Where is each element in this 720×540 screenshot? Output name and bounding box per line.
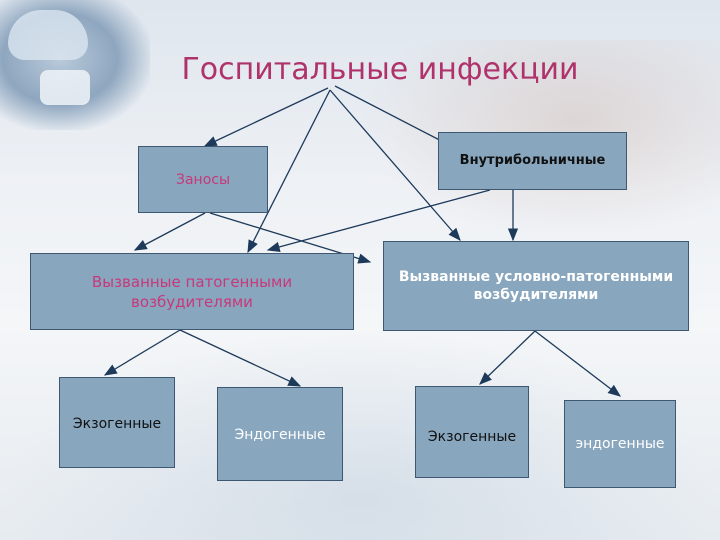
arrow-title-to-patogen	[247, 89, 331, 254]
surgeon-photo	[0, 0, 150, 130]
surgeon-cap	[8, 10, 88, 60]
box-exo2: Экзогенные	[415, 386, 529, 478]
box-endo1: Эндогенные	[217, 387, 343, 481]
arrow-zanosy-to-patogen	[133, 212, 206, 251]
box-patogen: Вызванные патогенными возбудителями	[30, 253, 354, 330]
box-exo1: Экзогенные	[59, 377, 175, 468]
arrow-uslovno-to-exo2	[479, 330, 536, 385]
arrow-title-to-uslovno	[329, 89, 461, 241]
arrow-vnutri-to-patogen	[266, 189, 491, 252]
box-vnutri: Внутрибольничные	[438, 132, 627, 190]
arrow-patogen-to-endo1	[179, 329, 302, 387]
surgeon-mask	[40, 70, 90, 105]
arrow-title-to-vnutri	[334, 85, 457, 149]
arrow-title-to-zanosy	[203, 87, 329, 147]
arrow-patogen-to-exo1	[103, 329, 181, 376]
box-endo2: эндогенные	[564, 400, 676, 488]
box-uslovno: Вызванные условно-патогенными возбудител…	[383, 241, 689, 331]
box-zanosy: Заносы	[138, 146, 268, 213]
arrow-uslovno-to-endo2	[534, 330, 622, 397]
diagram-title: Госпитальные инфекции	[181, 52, 579, 87]
